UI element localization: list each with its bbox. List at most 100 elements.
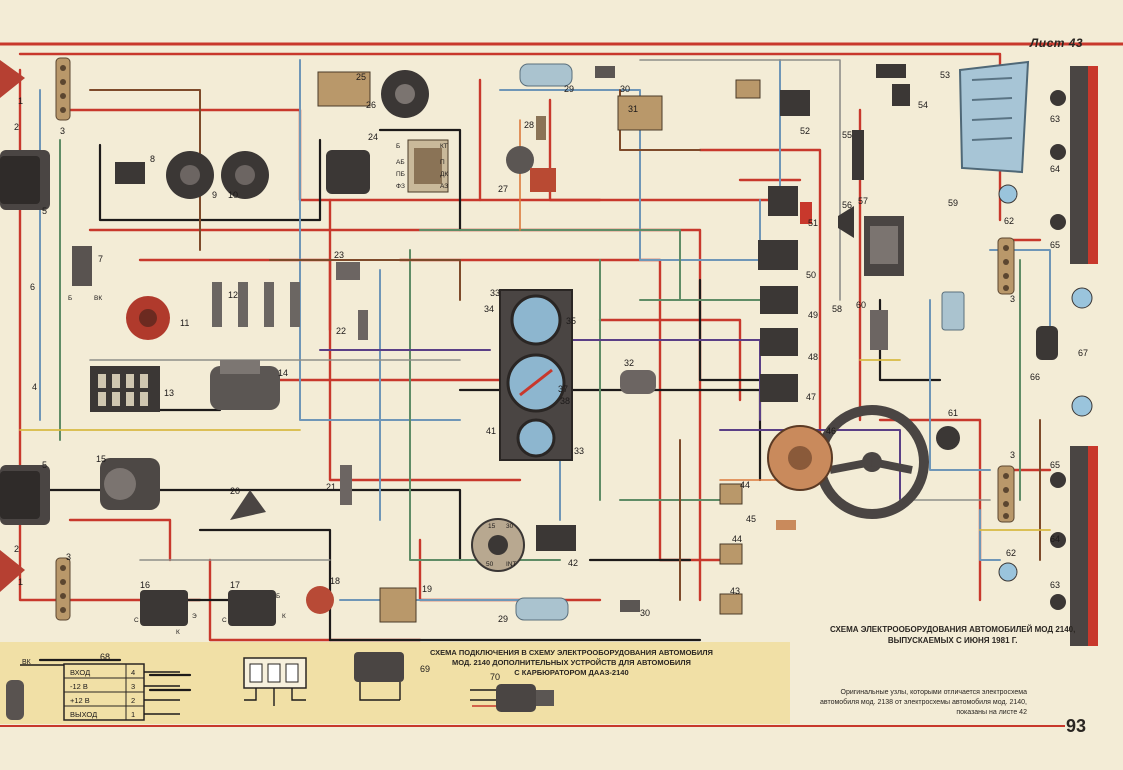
carburetor-solenoid-27: [506, 146, 556, 192]
yellow-wires: [19, 359, 1051, 531]
relay-25: [317, 71, 371, 107]
inset-relay-69: [354, 652, 404, 682]
component-number-17: 17: [230, 580, 240, 590]
contact-label: С: [134, 617, 139, 624]
component-number-11: 11: [180, 318, 189, 328]
component-number-62: 62: [1004, 216, 1014, 226]
component-number-65: 65: [1050, 460, 1060, 470]
inset-wires: [20, 664, 496, 715]
component-number-12: 12: [228, 290, 238, 300]
component-number-63: 63: [1050, 580, 1060, 590]
component-number-44: 44: [732, 534, 742, 544]
tail-lamp-housing-bottom: [1070, 446, 1098, 646]
component-number-38: 38: [560, 396, 570, 406]
speaker-56: [838, 206, 854, 238]
component-number-8: 8: [150, 154, 155, 164]
component-number-69: 69: [420, 664, 430, 674]
component-number-52: 52: [800, 126, 810, 136]
component-number-20: 20: [230, 486, 240, 496]
component-number-28: 28: [524, 120, 534, 130]
footnote: Оригинальные узлы, которыми отличается э…: [820, 688, 1027, 718]
switch-55: [852, 130, 864, 180]
component-number-24: 24: [368, 132, 378, 142]
wiring-harness: [18, 52, 1052, 692]
component-number-37: 37: [558, 384, 568, 394]
contact-label: 50: [486, 561, 494, 568]
component-number-16: 16: [140, 580, 150, 590]
sensor-22: [358, 310, 368, 340]
component-number-3: 3: [1010, 450, 1015, 460]
component-number-26: 26: [366, 100, 376, 110]
switch-30-bottom: [620, 600, 640, 612]
sheet-label: Лист 43: [1030, 36, 1084, 50]
motor-heater: [326, 150, 370, 194]
headlamp-left-bottom: [0, 465, 50, 525]
main-caption: СХЕМА ЭЛЕКТРООБОРУДОВАНИЯ АВТОМОБИЛЕЙ МО…: [830, 624, 1075, 646]
component-number-49: 49: [808, 310, 818, 320]
contact-label: Б: [276, 593, 280, 600]
component-number-27: 27: [498, 184, 508, 194]
bulb-icon: [998, 90, 1093, 610]
inset-ignition-coil: [6, 680, 24, 720]
switch-60: [870, 310, 888, 350]
distributor-icon: [126, 296, 170, 340]
component-number-60: 60: [856, 300, 866, 310]
component-number-22: 22: [336, 326, 346, 336]
footnote-line: автомобиля мод. 2138 от электросхемы авт…: [820, 699, 1027, 706]
component-number-34: 34: [484, 304, 494, 314]
component-number-10: 10: [228, 190, 238, 200]
contact-label: АЗ: [440, 183, 448, 190]
component-number-55: 55: [842, 130, 852, 140]
module-68-row-name: +12 В: [70, 696, 90, 705]
starter-motor: [210, 360, 280, 410]
switch-53: [876, 64, 906, 78]
component-number-65: 65: [1050, 240, 1060, 250]
switch-61: [936, 426, 960, 450]
switch-30-top: [595, 66, 615, 78]
rear-window-heater: [958, 60, 1030, 174]
component-number-32: 32: [624, 358, 634, 368]
blue-wires: [39, 59, 1051, 601]
component-number-3: 3: [66, 552, 71, 562]
contact-label: Б: [68, 295, 72, 302]
generator: [100, 458, 160, 510]
component-number-23: 23: [334, 250, 344, 260]
module-68-pin: 2: [131, 696, 135, 705]
component-number-25: 25: [356, 72, 366, 82]
page-number: 93: [1066, 716, 1087, 736]
component-number-6: 6: [30, 282, 35, 292]
contact-label: Э: [192, 613, 197, 620]
footnote-line: показаны на листе 42: [956, 709, 1027, 716]
component-number-41: 41: [486, 426, 496, 436]
fuse-box: [90, 366, 160, 412]
module-68: [63, 663, 145, 721]
contact-label: Б: [396, 143, 400, 150]
relay-8: [115, 162, 145, 184]
headlamp-left-top: [0, 150, 50, 210]
inset-caption: СХЕМА ПОДКЛЮЧЕНИЯ В СХЕМУ ЭЛЕКТРООБОРУДО…: [430, 648, 713, 678]
component-number-64: 64: [1050, 534, 1060, 544]
connector-block-right-top: [997, 237, 1015, 295]
component-number-1: 1: [18, 577, 23, 587]
contact-label: К: [282, 613, 286, 620]
sensor-21: [340, 465, 352, 505]
component-number-21: 21: [326, 482, 336, 492]
contact-label: INT: [506, 561, 517, 568]
ignition-coil: [72, 246, 92, 286]
component-number-3: 3: [60, 126, 65, 136]
connector-44-43: [719, 483, 796, 615]
lamp-54: [892, 84, 910, 106]
component-number-46: 46: [826, 426, 836, 436]
sensor-18: [306, 586, 334, 614]
inset-caption-line: СХЕМА ПОДКЛЮЧЕНИЯ В СХЕМУ ЭЛЕКТРООБОРУДО…: [430, 648, 713, 657]
module-68-pin: 3: [131, 682, 135, 691]
component-number-64: 64: [1050, 164, 1060, 174]
component-number-4: 4: [32, 382, 37, 392]
component-number-45: 45: [746, 514, 756, 524]
connector-block-right-bottom: [997, 465, 1015, 523]
component-number-18: 18: [330, 576, 340, 586]
component-number-7: 7: [98, 254, 103, 264]
